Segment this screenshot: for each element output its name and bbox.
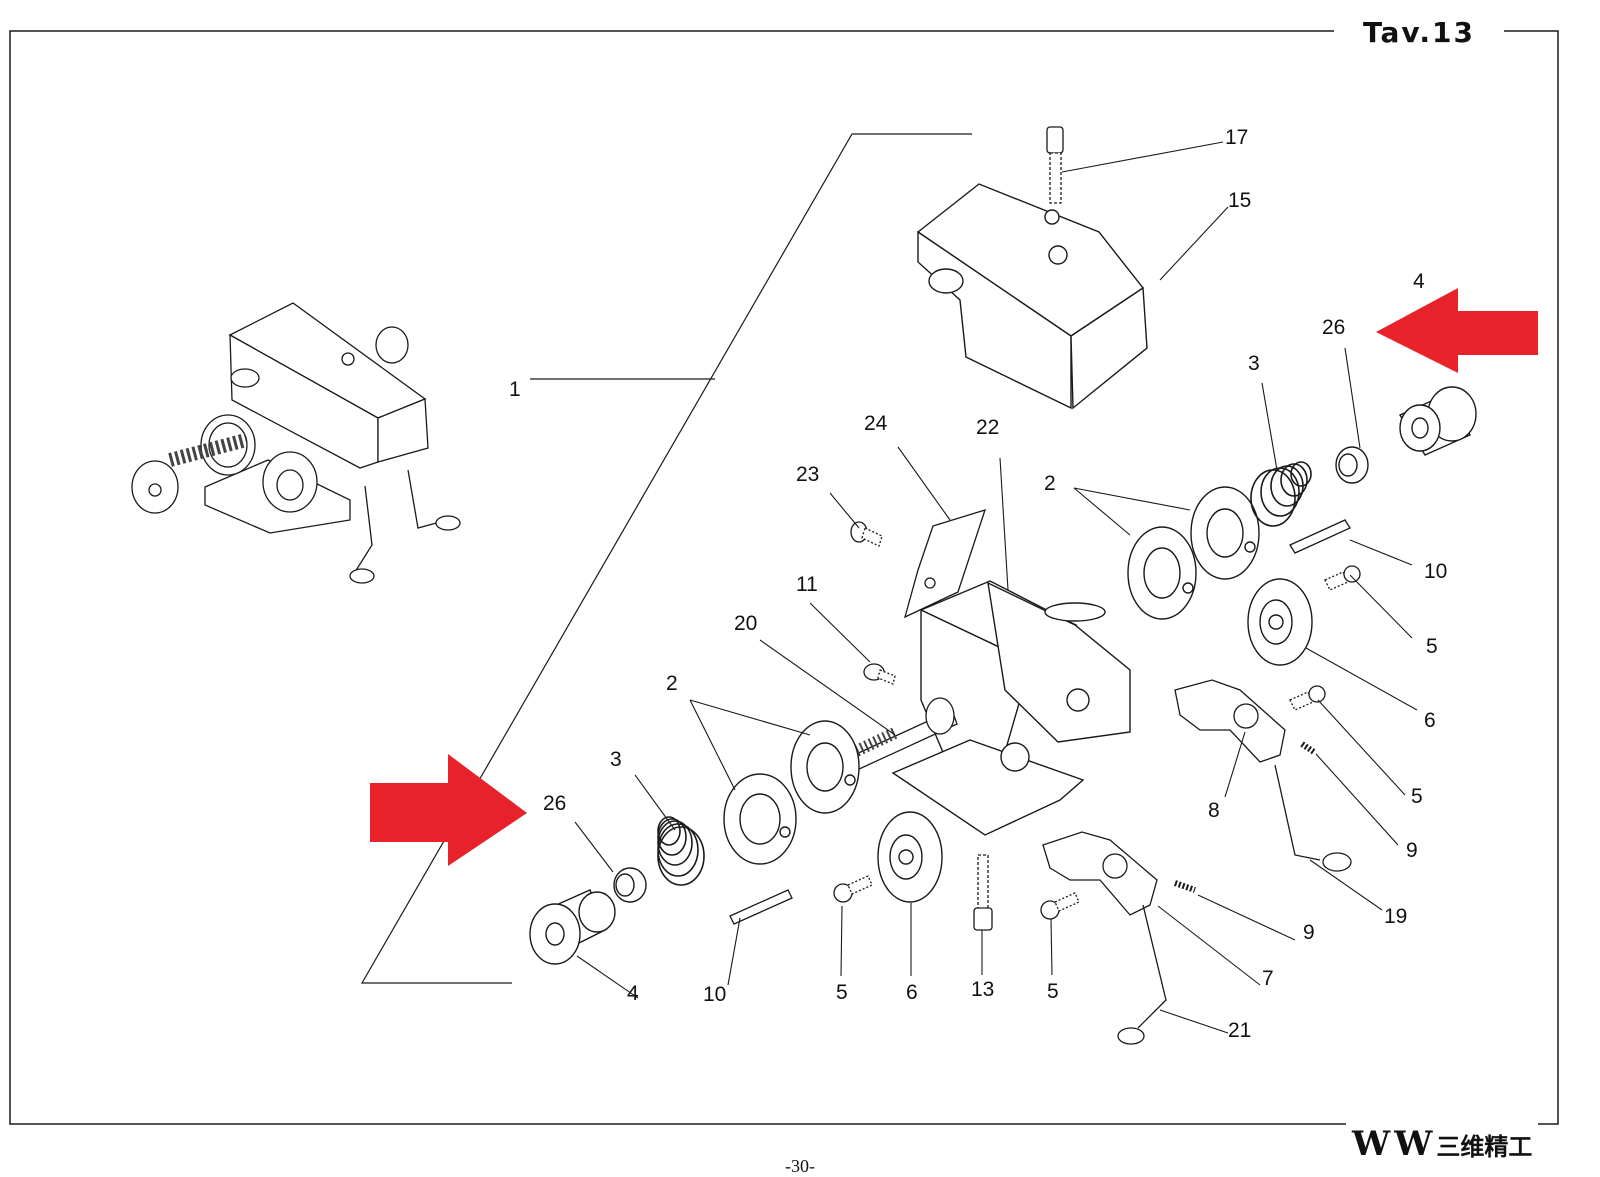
label-part-4-bottom: 4: [627, 982, 639, 1005]
cover-part: [916, 183, 1148, 410]
washers-left: [723, 720, 860, 865]
leader-lines: [574, 141, 1418, 1034]
setscrew-9-right: [1300, 741, 1316, 755]
label-part-2-left: 2: [666, 672, 678, 695]
label-part-8: 8: [1208, 799, 1220, 822]
screw-13: [973, 854, 993, 931]
label-part-22: 22: [976, 416, 999, 439]
washers-right: [1127, 486, 1260, 620]
red-arrow-left: [1376, 288, 1538, 373]
logo-text: 三维精工: [1436, 1132, 1533, 1161]
page-title: Tav.13: [1334, 14, 1504, 52]
label-part-20: 20: [734, 612, 757, 635]
label-part-21: 21: [1228, 1019, 1251, 1042]
label-part-3-top: 3: [1248, 352, 1260, 375]
wheel-right: [1247, 578, 1313, 666]
spring-left: [657, 816, 705, 886]
base-block: [891, 580, 1131, 836]
bracket-24: [903, 509, 987, 619]
screw-17: [1046, 126, 1064, 204]
part-number-labels: 1 17 15 4 26 3 24 22 23 2 10 11 5 20 6 2…: [509, 126, 1447, 1042]
label-part-10-right: 10: [1424, 560, 1447, 583]
label-part-5-right-2: 5: [1411, 785, 1423, 808]
logo-mark: W: [1352, 1124, 1390, 1164]
label-part-9-bottom: 9: [1303, 921, 1315, 944]
lever-7: [1042, 831, 1167, 1045]
screws-bottom: [833, 875, 1080, 920]
label-part-1: 1: [509, 378, 521, 401]
red-arrow-right: [370, 754, 527, 866]
label-part-17: 17: [1225, 126, 1248, 149]
wheel-bottom: [877, 811, 943, 903]
assembly-bracket: [360, 133, 972, 984]
label-part-10-bottom: 10: [703, 983, 726, 1006]
page-number: -30-: [785, 1156, 815, 1176]
label-part-5-right-1: 5: [1426, 635, 1438, 658]
label-part-5-bottom-2: 5: [1047, 980, 1059, 1003]
screws-right: [1289, 565, 1361, 711]
logo-mark-second: W: [1394, 1124, 1432, 1164]
screw-11: [863, 663, 896, 685]
label-part-2-top: 2: [1044, 472, 1056, 495]
lever-8: [1174, 679, 1352, 872]
label-part-11: 11: [796, 573, 818, 596]
spring-right: [1250, 461, 1312, 527]
label-part-7: 7: [1262, 967, 1274, 990]
bushing-left: [529, 867, 647, 965]
label-part-23: 23: [796, 463, 819, 486]
label-part-15: 15: [1228, 189, 1251, 212]
screw-23: [850, 521, 883, 547]
label-part-6-bottom: 6: [906, 981, 918, 1004]
label-part-4-top: 4: [1413, 270, 1425, 293]
label-part-24: 24: [864, 412, 888, 435]
label-part-26-top: 26: [1322, 316, 1345, 339]
setscrew-9-bottom: [1174, 880, 1196, 893]
label-part-26-left: 26: [543, 792, 566, 815]
label-part-9-right: 9: [1406, 839, 1418, 862]
bushing-right: [1335, 386, 1477, 484]
pin-10-right: [1289, 519, 1351, 554]
label-part-13: 13: [971, 978, 994, 1001]
pin-10-bottom: [729, 889, 793, 925]
assembled-unit-illustration: [131, 302, 461, 584]
label-part-3-left: 3: [610, 748, 622, 771]
label-part-5-bottom-1: 5: [836, 981, 848, 1004]
page-frame: [9, 30, 1559, 1125]
label-part-19: 19: [1384, 905, 1407, 928]
label-part-6-right: 6: [1424, 709, 1436, 732]
